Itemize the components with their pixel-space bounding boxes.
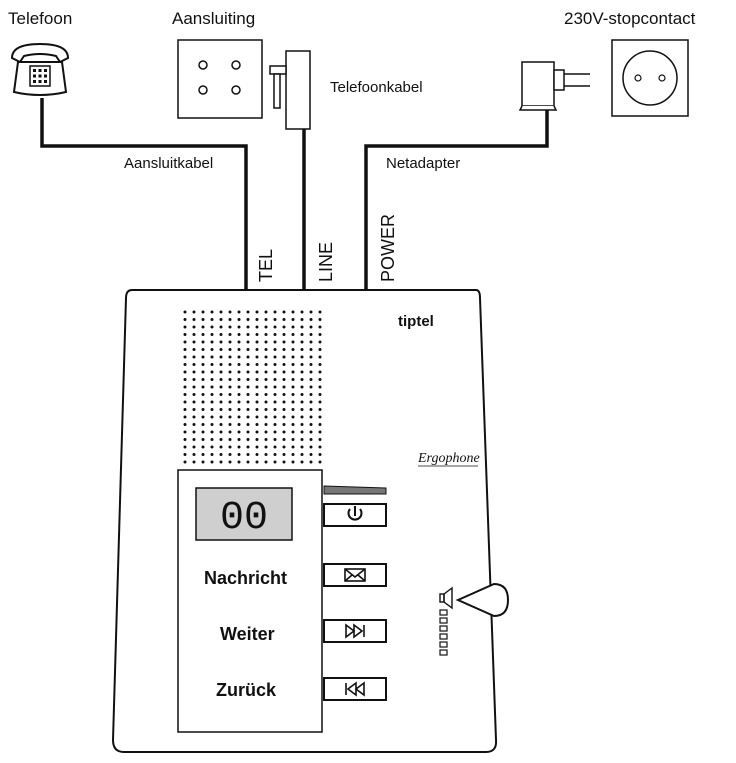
led-indicator: [323, 485, 387, 495]
envelope-icon: [344, 568, 366, 582]
label-telefoon: Telefoon: [8, 9, 72, 28]
model-name: Ergophone: [417, 451, 480, 466]
weiter-button[interactable]: [323, 619, 387, 643]
port-label-line: LINE: [316, 242, 336, 282]
port-label-power: POWER: [378, 214, 398, 282]
nachricht-button[interactable]: [323, 563, 387, 587]
label-stopcontact: 230V-stopcontact: [564, 9, 696, 28]
volume-slider-knob[interactable]: [455, 582, 510, 618]
label-netadapter: Netadapter: [386, 155, 460, 172]
counter-display: [195, 487, 293, 541]
power-button[interactable]: [323, 503, 387, 527]
skip-forward-icon: [345, 623, 365, 639]
telephone-icon: [10, 42, 70, 96]
counter-digits: 00: [220, 496, 268, 541]
netadapter-cable: [364, 110, 549, 290]
zurueck-label: Zurück: [216, 680, 277, 700]
brand-logo: tiptel: [398, 313, 434, 330]
speaker-grille: [183, 310, 322, 464]
volume-scale: [439, 609, 448, 656]
port-label-tel: TEL: [256, 249, 276, 282]
power-adapter-icon: [518, 61, 590, 111]
skip-back-icon: [345, 681, 365, 697]
label-telefoonkabel: Telefoonkabel: [330, 79, 423, 96]
power-icon: [347, 506, 363, 521]
zurueck-button[interactable]: [323, 677, 387, 701]
aansluitkabel-cable: [40, 98, 248, 290]
label-aansluiting: Aansluiting: [172, 9, 255, 28]
power-outlet-icon: [611, 39, 689, 117]
phone-socket-icon: [177, 39, 263, 119]
cables: [40, 98, 549, 290]
nachricht-label: Nachricht: [204, 568, 287, 588]
weiter-label: Weiter: [220, 624, 275, 644]
phone-plug-icon: [269, 50, 311, 130]
label-aansluitkabel: Aansluitkabel: [124, 155, 213, 172]
speaker-volume-icon: [439, 586, 453, 610]
